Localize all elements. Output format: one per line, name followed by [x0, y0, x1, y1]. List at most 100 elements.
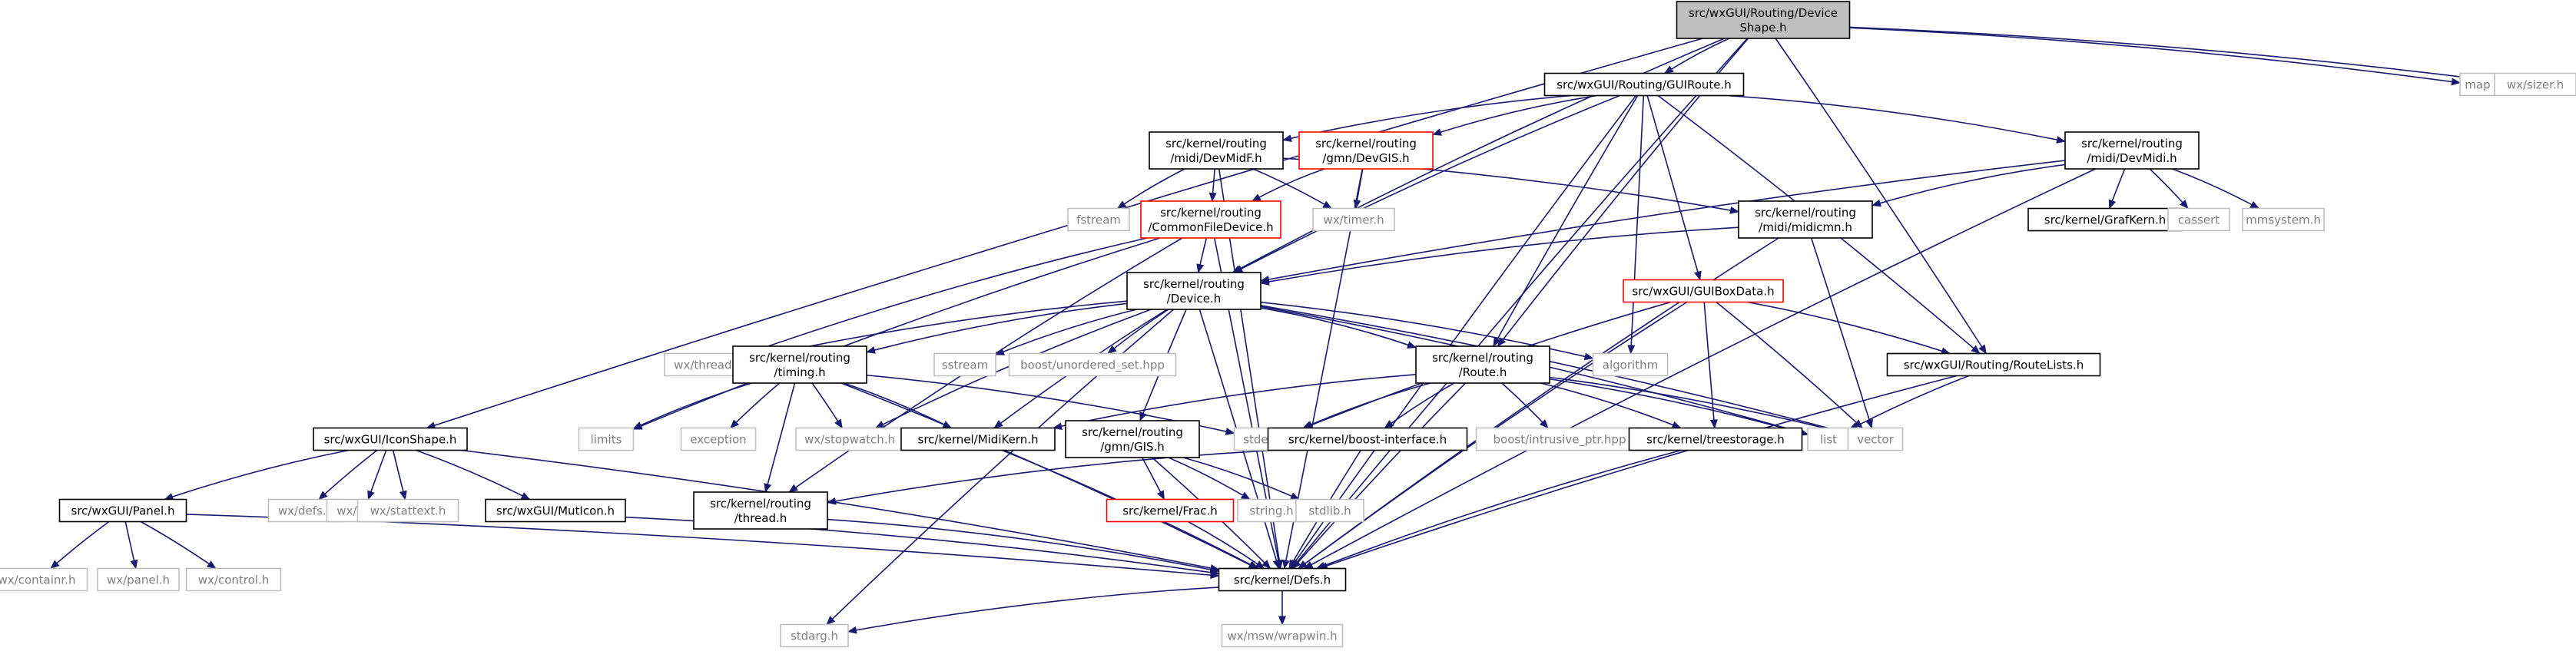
node-box-guiboxdata: [1623, 279, 1784, 303]
edge-boostiface-to-thread: [827, 449, 1273, 505]
edge-devmidi-to-defs: [1303, 168, 2096, 570]
node-label-gmngis-line-1: src/kernel/routing: [1082, 425, 1183, 439]
node-exception: exception: [680, 427, 757, 451]
node-label-map: map: [2465, 78, 2490, 91]
edge-guiboxdata-to-treestorage: [1703, 302, 1718, 429]
node-label-timing-line-1: src/kernel/routing: [749, 351, 850, 365]
node-box-grafkern: [2027, 207, 2183, 232]
node-box-timing: [732, 345, 867, 384]
node-midikern[interactable]: src/kernel/MidiKern.h: [900, 427, 1056, 451]
edge-panel-to-wxcontainr: [50, 520, 110, 570]
edge-panel-to-wxcontrol: [140, 520, 217, 570]
node-devmidi[interactable]: src/kernel/routing/midi/DevMidi.h: [2064, 131, 2200, 170]
node-box-device: [1126, 272, 1261, 310]
node-guiroute[interactable]: src/wxGUI/Routing/GUIRoute.h: [1543, 72, 1745, 97]
edge-device-to-sstream: [995, 309, 1137, 355]
node-box-wxpanel: [97, 567, 180, 592]
edge-treestorage-to-defs: [1315, 449, 1682, 570]
edge-device-to-timing: [866, 302, 1128, 354]
node-label-midicmn-line-2: /midi/midicmn.h: [1759, 220, 1852, 234]
node-box-unordered: [1008, 352, 1177, 377]
node-label-thread-line-1: src/kernel/routing: [710, 497, 811, 511]
edge-route-to-boostiface: [1384, 382, 1455, 429]
edge-gmngis-to-stringh: [1168, 457, 1251, 501]
node-label-guiboxdata: src/wxGUI/GUIBoxData.h: [1632, 284, 1774, 298]
node-wxtimer: wx/timer.h: [1312, 207, 1395, 232]
node-label-boostiface: src/kernel/boost-interface.h: [1288, 432, 1447, 446]
edge-routelists-to-list: [1848, 375, 1970, 431]
node-gmngis[interactable]: src/kernel/routing/gmn/GIS.h: [1065, 420, 1200, 458]
edge-devmidi-to-device: [1260, 160, 2066, 283]
node-boostiface[interactable]: src/kernel/boost-interface.h: [1267, 427, 1468, 451]
node-fstream: fstream: [1067, 207, 1130, 232]
node-stdarg: stdarg.h: [780, 623, 849, 648]
node-midicmn[interactable]: src/kernel/routing/midi/midicmn.h: [1738, 200, 1873, 239]
edge-devmidi-to-grafkern: [2108, 168, 2126, 210]
node-box-defs: [1218, 567, 1347, 592]
node-commonfile[interactable]: src/kernel/routing/CommonFileDevice.h: [1140, 200, 1281, 239]
edge-timing-to-defs: [840, 382, 1258, 570]
node-route[interactable]: src/kernel/routing/Route.h: [1415, 345, 1550, 384]
node-unordered: boost/unordered_set.hpp: [1008, 352, 1177, 377]
edge-timing-to-limits: [632, 382, 752, 430]
node-label-vector: vector: [1857, 432, 1894, 446]
edge-guiboxdata-to-routelists: [1746, 301, 1951, 355]
node-iconshape[interactable]: src/wxGUI/IconShape.h: [313, 427, 468, 451]
node-label-list: list: [1820, 432, 1837, 446]
node-label-devmidf-line-2: /midi/DevMidF.h: [1170, 151, 1261, 165]
edge-iconshape-to-wxstattext: [392, 450, 407, 501]
node-box-fstream: [1067, 207, 1130, 232]
edge-commonfile-to-limits: [632, 237, 1161, 430]
node-label-route-line-2: /Route.h: [1459, 365, 1507, 379]
node-devmidf[interactable]: src/kernel/routing/midi/DevMidF.h: [1149, 131, 1284, 170]
edge-device_shape-to-guiroute: [1663, 38, 1730, 74]
node-thread[interactable]: src/kernel/routing/thread.h: [693, 491, 828, 530]
edge-devmidi-to-cassert: [2149, 168, 2189, 210]
edge-iconshape-to-mutlcon: [416, 449, 531, 501]
node-guiboxdata[interactable]: src/wxGUI/GUIBoxData.h: [1623, 279, 1784, 303]
node-panel[interactable]: src/wxGUI/Panel.h: [58, 498, 187, 523]
node-label-timing-line-2: /timing.h: [774, 365, 825, 379]
node-map: map: [2459, 72, 2496, 97]
edge-commonfile-to-device: [1196, 237, 1208, 273]
node-box-wxcontainr: [0, 567, 88, 592]
node-devgis[interactable]: src/kernel/routing/gmn/DevGIS.h: [1298, 131, 1434, 170]
node-label-panel: src/wxGUI/Panel.h: [71, 504, 175, 517]
node-defs[interactable]: src/kernel/Defs.h: [1218, 567, 1347, 592]
node-list: list: [1807, 427, 1850, 451]
node-label-frac: src/kernel/Frac.h: [1122, 504, 1218, 517]
node-box-commonfile: [1140, 200, 1281, 239]
node-frac[interactable]: src/kernel/Frac.h: [1106, 498, 1235, 523]
node-box-midikern: [900, 427, 1056, 451]
edge-timing-to-exception: [730, 382, 781, 429]
node-box-devmidi: [2064, 131, 2200, 170]
node-box-mmsystem: [2242, 207, 2325, 232]
node-box-wxsizer: [2494, 72, 2576, 97]
edge-devmidi-to-mmsystem: [2172, 168, 2260, 210]
edge-midicmn-to-vector: [1810, 237, 1873, 429]
node-label-commonfile-line-1: src/kernel/routing: [1160, 206, 1261, 220]
edge-iconshape-to-wxicon: [367, 450, 387, 501]
node-box-iconshape: [313, 427, 468, 451]
node-label-wxcontrol: wx/control.h: [198, 573, 269, 587]
node-device[interactable]: src/kernel/routing/Device.h: [1126, 272, 1261, 310]
node-treestorage[interactable]: src/kernel/treestorage.h: [1628, 427, 1803, 451]
node-grafkern[interactable]: src/kernel/GrafKern.h: [2027, 207, 2183, 232]
node-timing[interactable]: src/kernel/routing/timing.h: [732, 345, 867, 384]
node-box-treestorage: [1628, 427, 1803, 451]
node-stdlib: stdlib.h: [1295, 498, 1364, 523]
node-label-algorithm: algorithm: [1603, 358, 1658, 372]
node-mutlcon[interactable]: src/wxGUI/MutIcon.h: [485, 498, 626, 523]
node-routelists[interactable]: src/wxGUI/Routing/RouteLists.h: [1886, 352, 2101, 377]
node-label-wxsizer: wx/sizer.h: [2507, 78, 2564, 91]
node-mmsystem: mmsystem.h: [2242, 207, 2325, 232]
node-wxstattext: wx/stattext.h: [356, 498, 459, 523]
edge-devgis-to-commonfile: [1251, 168, 1325, 202]
edge-thread-to-defs: [827, 518, 1220, 573]
node-label-intrusive: boost/intrusive_ptr.hpp: [1494, 432, 1626, 447]
node-label-route-line-1: src/kernel/routing: [1432, 351, 1533, 365]
node-label-commonfile-line-2: /CommonFileDevice.h: [1148, 220, 1273, 234]
node-label-cassert: cassert: [2178, 213, 2220, 226]
node-algorithm: algorithm: [1592, 352, 1669, 377]
